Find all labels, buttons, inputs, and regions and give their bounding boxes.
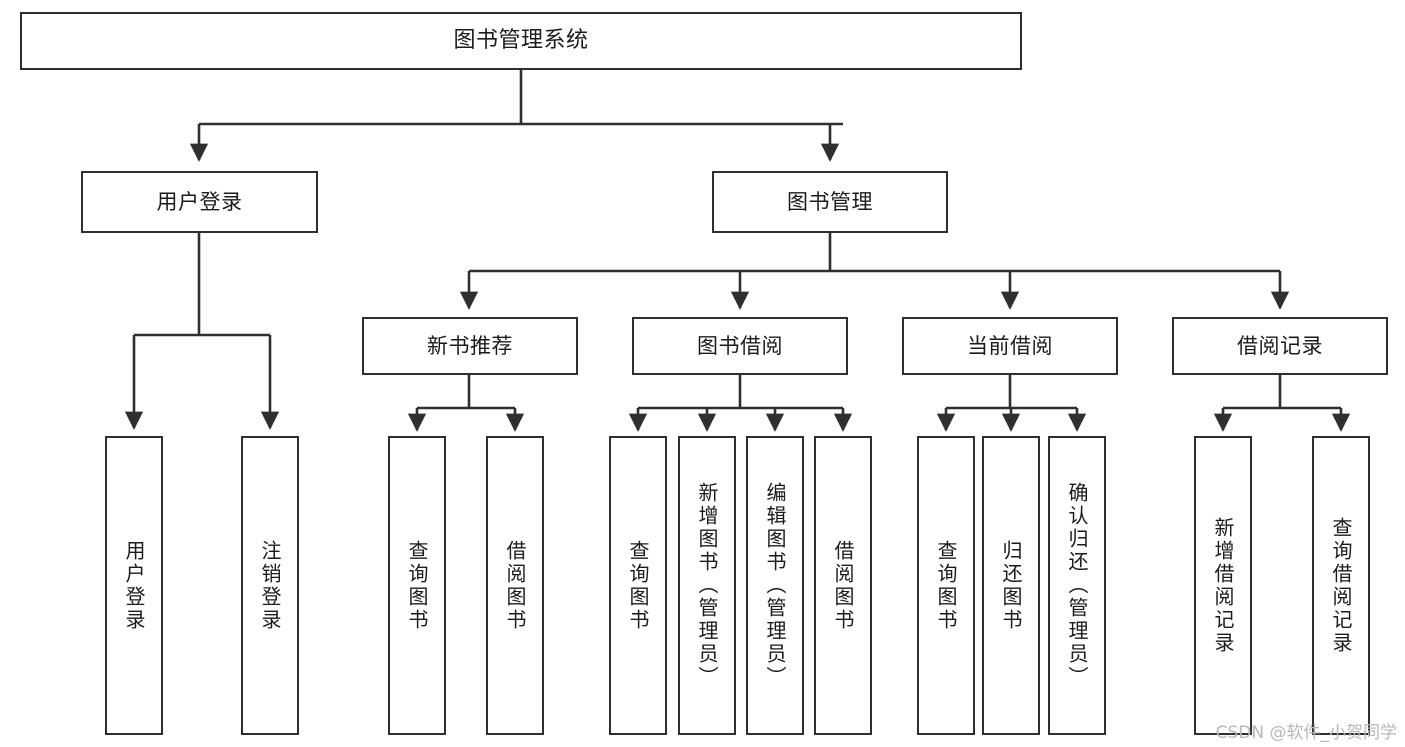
node-label: 查询图书 <box>626 539 650 632</box>
node-label: 借阅图书 <box>503 539 527 632</box>
node-label: 查询借阅记录 <box>1329 516 1353 655</box>
node-label: 新增借阅记录 <box>1211 516 1235 655</box>
leaf-current-confirm-return-admin[interactable]: 确认归还（管理员） <box>1048 436 1106 735</box>
leaf-user-login[interactable]: 用户登录 <box>105 436 163 735</box>
node-label: 用户登录 <box>122 539 146 632</box>
node-label: 编辑图书（管理员） <box>763 482 787 689</box>
node-label: 确认归还（管理员） <box>1065 482 1089 689</box>
leaf-current-query-book[interactable]: 查询图书 <box>917 436 975 735</box>
node-root-system[interactable]: 图书管理系统 <box>20 12 1022 70</box>
node-label: 注销登录 <box>258 539 282 632</box>
node-label: 图书管理 <box>787 189 873 214</box>
node-book-management[interactable]: 图书管理 <box>712 171 948 233</box>
node-label: 归还图书 <box>999 539 1023 632</box>
leaf-borrow-add-book-admin[interactable]: 新增图书（管理员） <box>678 436 736 735</box>
watermark-text: CSDN @软件_小贺同学 <box>1215 723 1397 743</box>
leaf-newbook-borrow-book[interactable]: 借阅图书 <box>486 436 544 735</box>
leaf-borrow-borrow-book[interactable]: 借阅图书 <box>814 436 872 735</box>
node-borrow-record[interactable]: 借阅记录 <box>1172 317 1388 375</box>
node-label: 借阅图书 <box>831 539 855 632</box>
leaf-user-logout[interactable]: 注销登录 <box>241 436 299 735</box>
node-label: 图书管理系统 <box>453 28 589 54</box>
node-current-borrow[interactable]: 当前借阅 <box>902 317 1118 375</box>
node-label: 查询图书 <box>405 539 429 632</box>
node-label: 图书借阅 <box>697 333 783 358</box>
leaf-borrow-edit-book-admin[interactable]: 编辑图书（管理员） <box>746 436 804 735</box>
node-label: 借阅记录 <box>1237 333 1323 358</box>
node-label: 新书推荐 <box>427 333 513 358</box>
node-label: 当前借阅 <box>967 333 1053 358</box>
leaf-current-return-book[interactable]: 归还图书 <box>982 436 1040 735</box>
node-new-book-recommend[interactable]: 新书推荐 <box>362 317 578 375</box>
node-label: 用户登录 <box>156 189 243 214</box>
leaf-record-add-borrow-record[interactable]: 新增借阅记录 <box>1194 436 1252 735</box>
node-book-borrow[interactable]: 图书借阅 <box>632 317 848 375</box>
leaf-newbook-query-book[interactable]: 查询图书 <box>388 436 446 735</box>
node-user-login[interactable]: 用户登录 <box>81 171 318 233</box>
leaf-record-query-borrow-record[interactable]: 查询借阅记录 <box>1312 436 1370 735</box>
leaf-borrow-query-book[interactable]: 查询图书 <box>609 436 667 735</box>
node-label: 新增图书（管理员） <box>695 482 719 689</box>
node-label: 查询图书 <box>934 539 958 632</box>
